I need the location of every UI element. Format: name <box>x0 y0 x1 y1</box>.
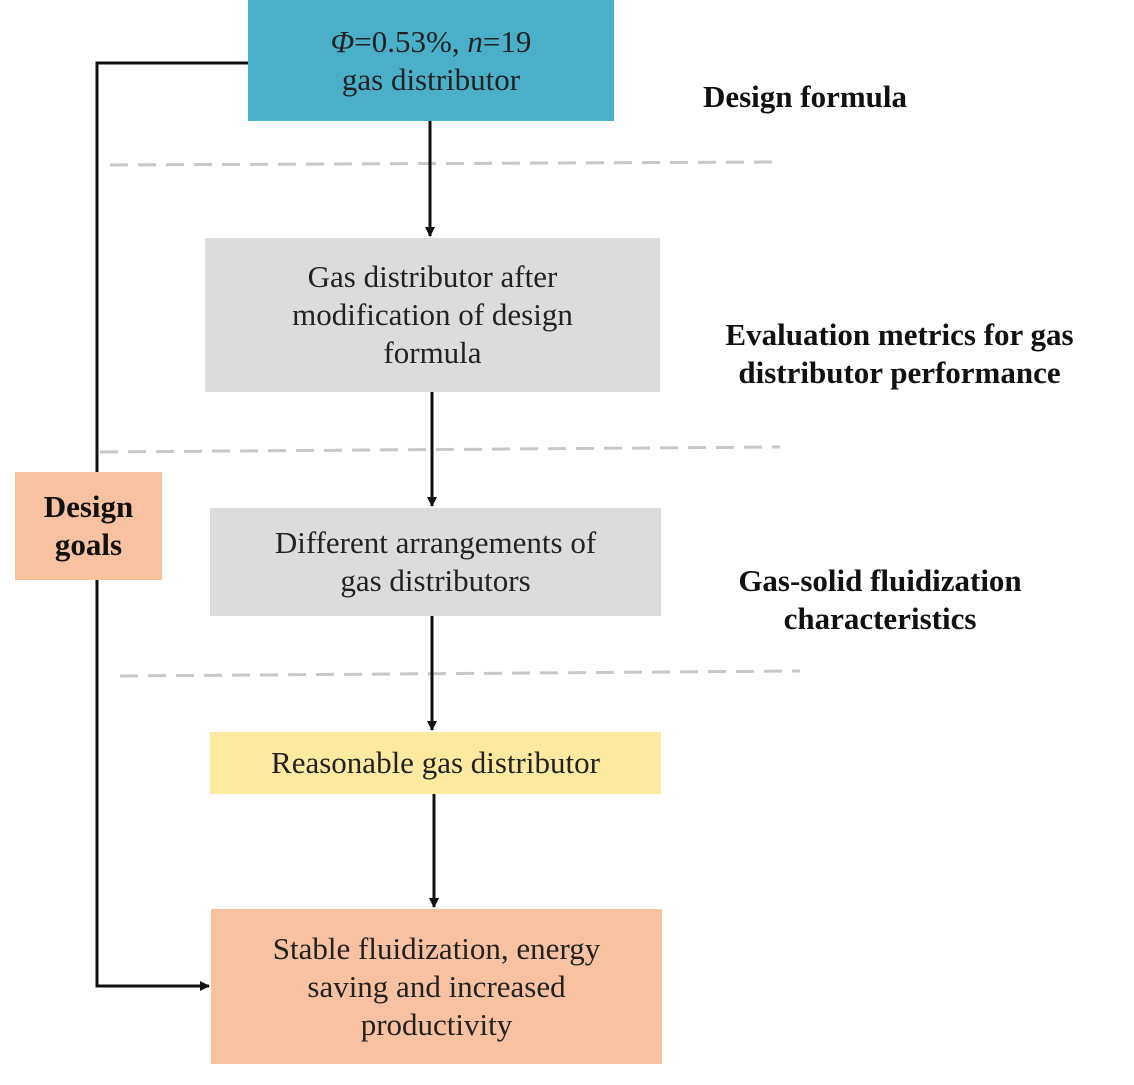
reasonable-distributor-box: Reasonable gas distributor <box>210 732 661 794</box>
stage-label-fluidization: Gas-solid fluidization characteristics <box>738 563 1022 636</box>
separator-line-1 <box>109 160 776 167</box>
separator-line-2 <box>99 445 781 454</box>
n-symbol: n <box>467 23 483 59</box>
top-box-formula: Φ=0.53%, n=19 <box>331 23 532 61</box>
arrangements-box: Different arrangements of gas distributo… <box>210 508 661 616</box>
outcome-box: Stable fluidization, energy saving and i… <box>211 909 662 1064</box>
stage-design-formula-text: Design formula <box>702 79 908 114</box>
phi-value: =0.53%, <box>354 23 468 59</box>
n-value: =19 <box>482 23 532 59</box>
outcome-text: Stable fluidization, energy saving and i… <box>272 930 601 1042</box>
stage-label-design-formula: Design formula <box>660 78 950 116</box>
modified-distributor-text: Gas distributor after modification of de… <box>292 259 573 370</box>
design-goals-box: Design goals <box>15 472 162 580</box>
arrangements-text: Different arrangements of gas distributo… <box>274 525 597 598</box>
separator-line-3 <box>119 669 801 678</box>
stage-label-evaluation: Evaluation metrics for gas distributor p… <box>725 317 1074 390</box>
phi-symbol: Φ <box>330 23 355 59</box>
modified-distributor-box: Gas distributor after modification of de… <box>205 238 660 392</box>
top-box-label: gas distributor <box>341 61 521 97</box>
design-goals-text: Design goals <box>43 489 134 562</box>
reasonable-distributor-text: Reasonable gas distributor <box>271 745 600 780</box>
top-gas-distributor-box: Φ=0.53%, n=19 gas distributor <box>248 0 614 121</box>
